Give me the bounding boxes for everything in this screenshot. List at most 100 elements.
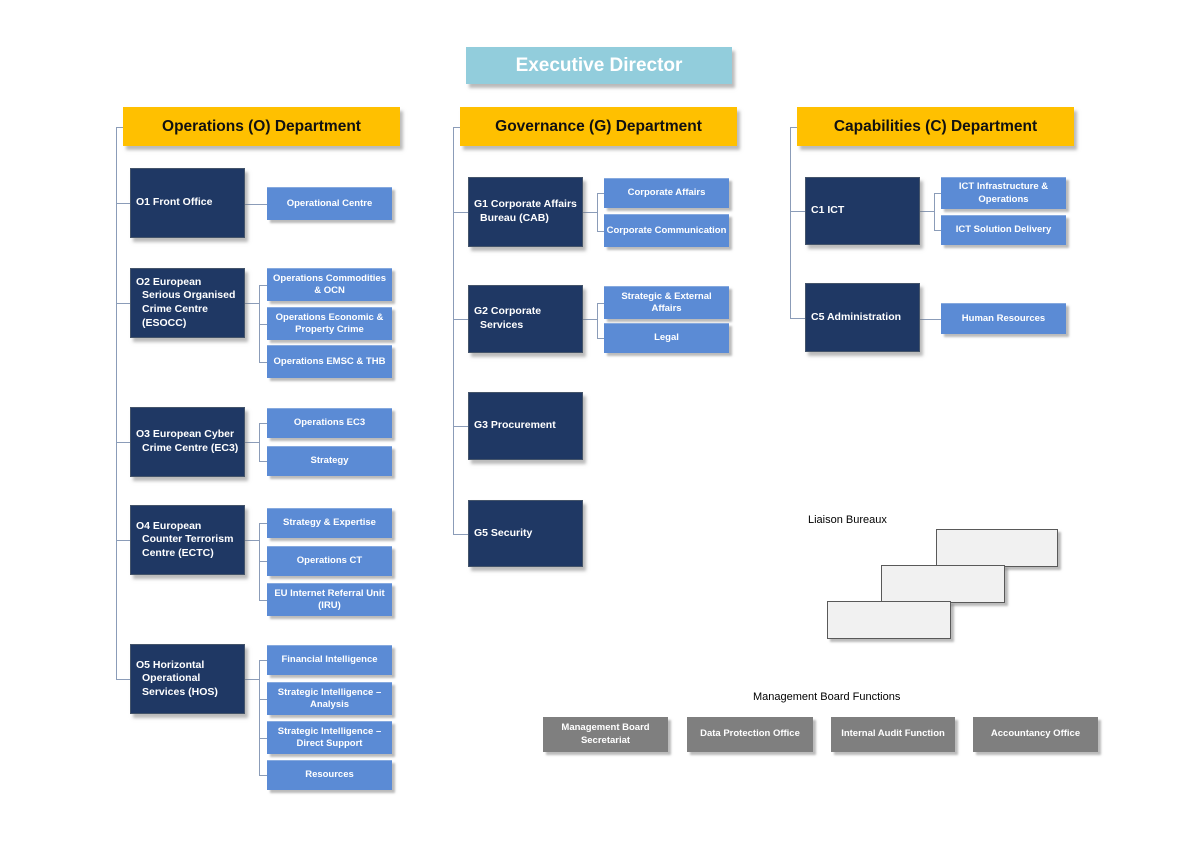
board-box-internal-audit-function: Internal Audit Function — [831, 717, 955, 752]
unit-box-g1-cab: G1 Corporate Affairs Bureau (CAB) — [468, 177, 583, 247]
connector-line — [259, 362, 267, 363]
connector-line — [245, 679, 259, 680]
unit-box-g5-security: G5 Security — [468, 500, 583, 567]
unit-box-c5-administration: C5 Administration — [805, 283, 920, 352]
connector-line — [259, 423, 267, 424]
unit-box-o3-ec3: O3 European Cyber Crime Centre (EC3) — [130, 407, 245, 477]
connector-line — [597, 303, 604, 304]
connector-line — [583, 319, 597, 320]
connector-line — [245, 204, 267, 205]
connector-line — [259, 461, 267, 462]
unit-box-o5-hos: O5 Horizontal Operational Services (HOS) — [130, 644, 245, 714]
connector-line — [597, 193, 598, 231]
connector-line — [245, 442, 259, 443]
connector-line — [453, 426, 468, 427]
unit-label: O2 European Serious Organised Crime Cent… — [136, 275, 236, 329]
unit-label: O4 European Counter Terrorism Centre (EC… — [136, 519, 234, 559]
department-header-capabilities: Capabilities (C) Department — [797, 107, 1074, 146]
unit-label: C5 Administration — [811, 310, 902, 323]
connector-line — [116, 203, 130, 204]
sub-box-ict-infrastructure-operations: ICT Infrastructure & Operations — [941, 177, 1066, 209]
connector-line — [259, 561, 267, 562]
connector-line — [920, 211, 934, 212]
unit-label: G5 Security — [474, 526, 533, 539]
connector-line — [116, 540, 130, 541]
sub-box-operational-centre: Operational Centre — [267, 187, 392, 220]
connector-line — [259, 423, 260, 461]
connector-line — [597, 193, 604, 194]
department-header-operations: Operations (O) Department — [123, 107, 400, 146]
unit-box-o1-front-office: O1 Front Office — [130, 168, 245, 238]
sub-box-operations-ec3: Operations EC3 — [267, 408, 392, 438]
connector-line — [259, 600, 267, 601]
connector-line — [453, 534, 468, 535]
management-board-functions-label: Management Board Functions — [753, 691, 901, 703]
sub-box-eu-internet-referral-unit: EU Internet Referral Unit (IRU) — [267, 583, 392, 616]
unit-label: O3 European Cyber Crime Centre (EC3) — [136, 428, 239, 454]
unit-box-g3-procurement: G3 Procurement — [468, 392, 583, 460]
connector-line — [790, 127, 797, 128]
connector-line — [259, 660, 267, 661]
connector-line — [259, 738, 267, 739]
liaison-bureaux-label: Liaison Bureaux — [808, 514, 887, 526]
connector-line — [116, 303, 130, 304]
board-box-data-protection-office: Data Protection Office — [687, 717, 813, 752]
unit-box-c1-ict: C1 ICT — [805, 177, 920, 245]
liaison-box — [881, 565, 1005, 603]
unit-label: O5 Horizontal Operational Services (HOS) — [136, 658, 218, 698]
connector-line — [116, 679, 130, 680]
connector-line — [920, 319, 941, 320]
connector-line — [259, 699, 267, 700]
department-header-governance: Governance (G) Department — [460, 107, 737, 146]
sub-box-operations-economic-property-crime: Operations Economic & Property Crime — [267, 307, 392, 340]
connector-line — [245, 303, 259, 304]
connector-line — [245, 540, 259, 541]
sub-box-operations-commodities-ocn: Operations Commodities & OCN — [267, 268, 392, 301]
sub-box-corporate-affairs: Corporate Affairs — [604, 178, 729, 208]
sub-box-strategy-expertise: Strategy & Expertise — [267, 508, 392, 538]
board-box-accountancy-office: Accountancy Office — [973, 717, 1098, 752]
sub-box-strategic-intelligence-direct-support: Strategic Intelligence – Direct Support — [267, 721, 392, 754]
sub-box-operations-ct: Operations CT — [267, 546, 392, 576]
sub-box-strategic-intelligence-analysis: Strategic Intelligence – Analysis — [267, 682, 392, 715]
connector-line — [597, 231, 604, 232]
connector-line — [259, 324, 267, 325]
connector-line — [259, 775, 267, 776]
unit-label: C1 ICT — [811, 204, 845, 217]
unit-label: O1 Front Office — [136, 196, 213, 209]
connector-line — [453, 212, 468, 213]
connector-line — [597, 303, 598, 339]
connector-line — [790, 318, 805, 319]
sub-box-financial-intelligence: Financial Intelligence — [267, 645, 392, 675]
connector-line — [116, 127, 117, 680]
connector-line — [116, 442, 130, 443]
connector-line — [259, 660, 260, 775]
connector-line — [790, 211, 805, 212]
connector-line — [259, 523, 267, 524]
sub-box-legal: Legal — [604, 323, 729, 353]
connector-line — [934, 193, 935, 230]
connector-line — [259, 285, 267, 286]
sub-box-strategy: Strategy — [267, 446, 392, 476]
executive-director-box: Executive Director — [466, 47, 732, 84]
connector-line — [453, 319, 468, 320]
unit-label: G3 Procurement — [474, 419, 556, 432]
connector-line — [583, 212, 597, 213]
unit-label: G1 Corporate Affairs Bureau (CAB) — [474, 198, 577, 224]
sub-box-resources: Resources — [267, 760, 392, 790]
unit-box-o4-ectc: O4 European Counter Terrorism Centre (EC… — [130, 505, 245, 575]
unit-box-g2-corporate-services: G2 Corporate Services — [468, 285, 583, 353]
sub-box-strategic-external-affairs: Strategic & External Affairs — [604, 286, 729, 319]
liaison-box — [827, 601, 951, 639]
connector-line — [453, 127, 460, 128]
sub-box-operations-emsc-thb: Operations EMSC & THB — [267, 345, 392, 378]
sub-box-ict-solution-delivery: ICT Solution Delivery — [941, 215, 1066, 245]
board-box-management-board-secretariat: Management Board Secretariat — [543, 717, 668, 752]
connector-line — [453, 127, 454, 534]
sub-box-human-resources: Human Resources — [941, 303, 1066, 334]
connector-line — [116, 127, 123, 128]
connector-line — [790, 127, 791, 318]
liaison-box — [936, 529, 1058, 567]
connector-line — [259, 285, 260, 362]
